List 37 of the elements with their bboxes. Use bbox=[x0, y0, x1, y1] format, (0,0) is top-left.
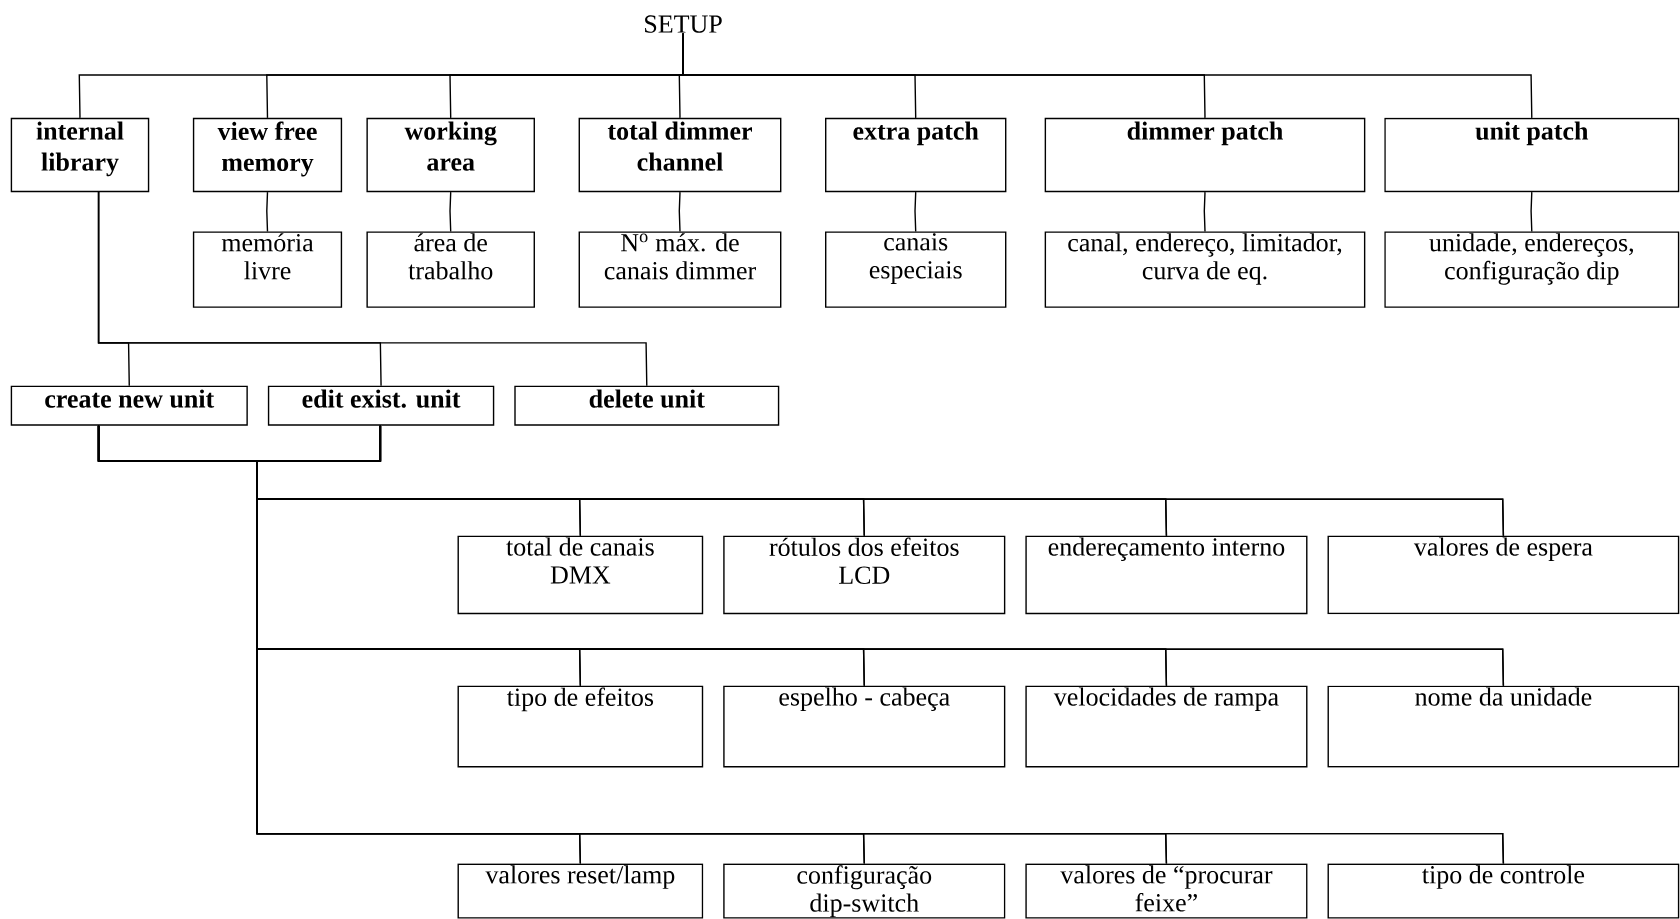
description-box: N$^{o}$ máx. de canais dimmer bbox=[578, 231, 782, 308]
connector-line bbox=[914, 191, 917, 233]
connector-line bbox=[266, 191, 269, 233]
description-box: valores reset/lamp bbox=[457, 863, 704, 919]
description-box: velocidades de rampa bbox=[1025, 685, 1308, 768]
menu-box: working area bbox=[366, 117, 535, 193]
description-box: valores de “procurar feixe” bbox=[1025, 863, 1308, 919]
description-box: rótulos dos efeitos LCD bbox=[723, 535, 1006, 615]
connector-line bbox=[97, 191, 648, 387]
menu-box: edit exist. unit bbox=[267, 385, 495, 426]
description-box: unidade, endereços, configuração dip bbox=[1384, 231, 1680, 308]
root-label: SETUP bbox=[645, 15, 722, 33]
description-box: configuração dip-switch bbox=[723, 863, 1006, 919]
menu-box: unit patch bbox=[1384, 117, 1680, 193]
connector-line bbox=[678, 191, 681, 233]
connector-line bbox=[1203, 191, 1206, 233]
menu-box: total dimmer channel bbox=[578, 117, 782, 193]
connector-line bbox=[449, 191, 452, 233]
description-box: memória livre bbox=[192, 231, 343, 308]
description-box: canal, endereço, limitador, curva de eq. bbox=[1044, 231, 1366, 308]
connector-line bbox=[682, 32, 1533, 119]
description-box: canais especiais bbox=[825, 231, 1007, 308]
description-box: área de trabalho bbox=[366, 231, 535, 308]
description-box: total de canais DMX bbox=[457, 535, 704, 615]
menu-box: delete unit bbox=[514, 385, 780, 426]
description-box: tipo de efeitos bbox=[457, 685, 704, 768]
description-box: espelho - cabeça bbox=[723, 685, 1006, 768]
menu-box: dimmer patch bbox=[1044, 117, 1366, 193]
connector-line bbox=[1530, 191, 1533, 233]
menu-box: extra patch bbox=[825, 117, 1007, 193]
description-box: nome da unidade bbox=[1327, 685, 1680, 768]
menu-box: internal library bbox=[10, 117, 150, 193]
description-box: valores de espera bbox=[1327, 535, 1680, 615]
menu-box: view free memory bbox=[192, 117, 343, 193]
description-box: tipo de controle bbox=[1327, 863, 1680, 919]
menu-box: create new unit bbox=[10, 385, 248, 426]
description-box: endereçamento interno bbox=[1025, 535, 1308, 615]
